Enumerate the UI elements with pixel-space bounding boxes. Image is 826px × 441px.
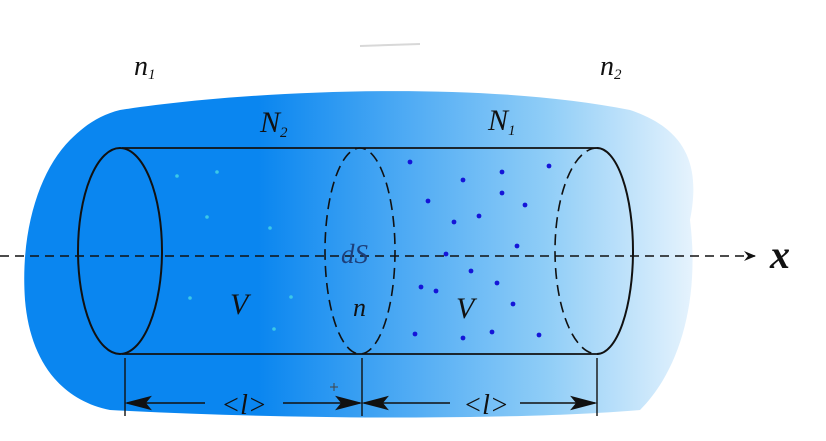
- molecule-dot: [536, 332, 542, 338]
- concentration-gradient-region: [24, 91, 694, 418]
- molecules-right: [407, 159, 552, 341]
- molecule-dot: [205, 215, 209, 219]
- label-n1: n1: [134, 51, 156, 83]
- molecule-dot: [510, 301, 516, 307]
- label-mean-free-path-left: <l>: [221, 390, 267, 421]
- label-V-left: V: [230, 288, 252, 321]
- molecule-dot: [175, 174, 179, 178]
- molecule-dot: [433, 288, 439, 294]
- molecule-dot: [522, 202, 528, 208]
- cylinder-right-cap-visible: [596, 147, 634, 355]
- label-mean-free-path-right: <l>: [463, 390, 509, 421]
- molecule-dot: [514, 243, 520, 249]
- molecule-dot: [418, 284, 424, 290]
- dimension-right: [361, 395, 598, 411]
- molecule-dot: [460, 335, 466, 341]
- label-n-mid: n: [353, 293, 366, 322]
- label-n2: n2: [600, 51, 622, 83]
- molecule-dot: [215, 170, 219, 174]
- label-N2: N2: [259, 106, 288, 141]
- molecule-dot: [188, 296, 192, 300]
- cross-section-ds: [324, 147, 396, 355]
- molecule-dot: [407, 159, 413, 165]
- cylinder-left-cap: [77, 147, 163, 355]
- label-N1: N1: [487, 104, 516, 139]
- molecule-dot: [443, 251, 449, 257]
- molecule-dot: [468, 268, 474, 274]
- faint-mark: [359, 43, 421, 47]
- molecule-dot: [499, 169, 505, 175]
- label-x-axis: x: [769, 232, 790, 277]
- molecule-dot: [546, 163, 552, 169]
- molecule-dot: [494, 280, 500, 286]
- label-V-right: V: [456, 292, 478, 325]
- molecule-dot: [268, 226, 272, 230]
- plus-mark: [330, 383, 338, 391]
- molecule-dot: [412, 331, 418, 337]
- molecule-dot: [499, 190, 505, 196]
- molecule-dot: [272, 327, 276, 331]
- label-dS: dS: [341, 239, 369, 269]
- molecule-dot: [451, 219, 457, 225]
- molecule-dot: [425, 198, 431, 204]
- molecule-dot: [489, 329, 495, 335]
- molecule-dot: [289, 295, 293, 299]
- cylinder-right-cap-hidden: [554, 147, 598, 355]
- molecule-dot: [476, 213, 482, 219]
- dimension-left: [124, 395, 363, 411]
- molecules-left: [175, 170, 293, 331]
- molecule-dot: [460, 177, 466, 183]
